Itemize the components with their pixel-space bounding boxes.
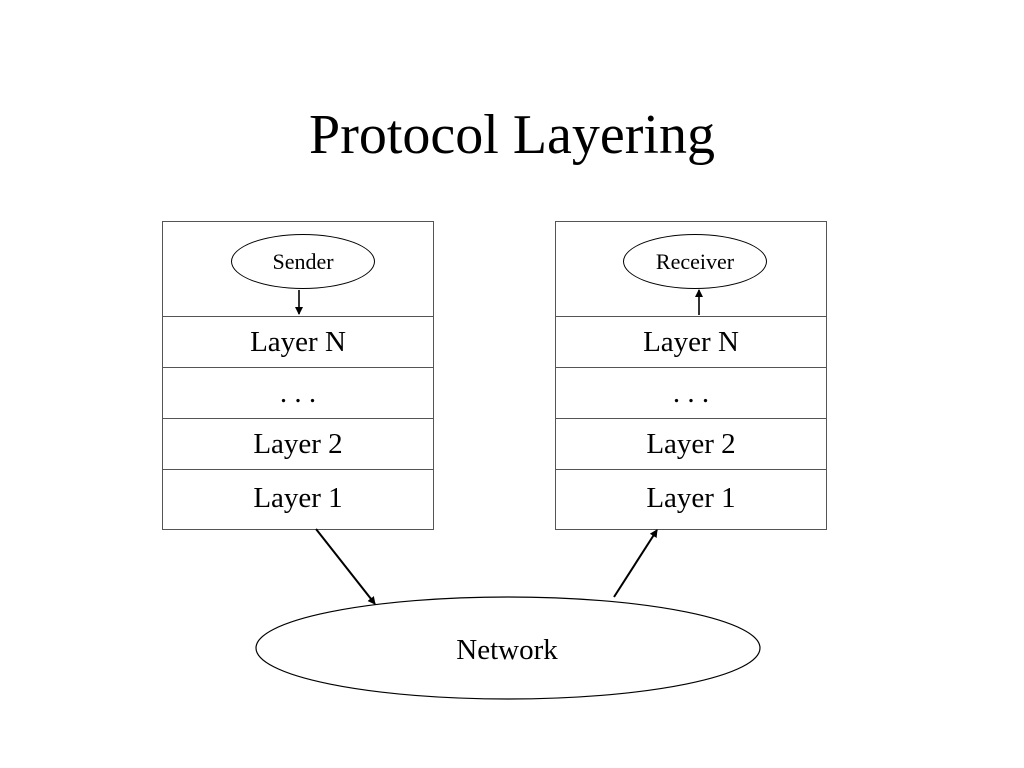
receiver-layer-n: Layer N: [556, 317, 826, 368]
sender-layer-1: Layer 1: [253, 482, 343, 514]
network-label: Network: [456, 634, 558, 666]
sender-layer-ellipsis: . . .: [163, 368, 433, 419]
slide-title: Protocol Layering: [309, 104, 715, 166]
network-to-layer1-arrow: [613, 529, 658, 598]
sender-ellipse: Sender: [231, 234, 375, 289]
receiver-protocol-stack: Receiver Layer N . . . Layer 2 Layer 1: [555, 221, 827, 530]
sender-app-cell: Sender: [163, 222, 433, 317]
receiver-ellipse: Receiver: [623, 234, 767, 289]
sender-layer-2: Layer 2: [163, 419, 433, 470]
sender-protocol-stack: Sender Layer N . . . Layer 2 Layer 1: [162, 221, 434, 530]
receiver-layer-ellipsis: . . .: [556, 368, 826, 419]
sender-layer-n: Layer N: [163, 317, 433, 368]
layer1-to-network-arrow: [315, 528, 376, 605]
receiver-layer-1: Layer 1: [646, 482, 736, 514]
receiver-layer-2: Layer 2: [556, 419, 826, 470]
receiver-app-cell: Receiver: [556, 222, 826, 317]
